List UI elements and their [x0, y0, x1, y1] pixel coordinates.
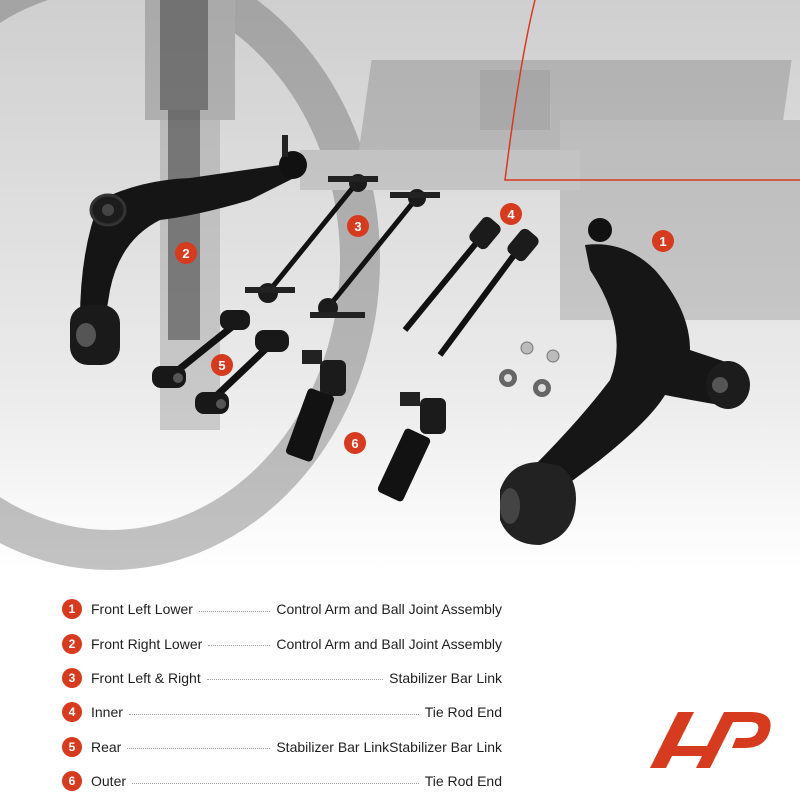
legend-leader-line — [208, 645, 271, 647]
legend-row: 6 Outer Tie Rod End — [62, 764, 502, 798]
legend-row: 1 Front Left Lower Control Arm and Ball … — [62, 592, 502, 626]
callout-badge-5: 5 — [211, 354, 233, 376]
legend-leader-line — [128, 713, 419, 715]
legend-row: 3 Front Left & Right Stabilizer Bar Link — [62, 661, 502, 695]
parts-legend: 1 Front Left Lower Control Arm and Ball … — [62, 592, 502, 798]
inner-tie-rods — [402, 216, 539, 357]
product-illustration — [0, 0, 800, 570]
control-arm-right — [70, 135, 307, 365]
legend-number: 1 — [62, 599, 82, 620]
legend-part-name: Stabilizer Bar LinkStabilizer Bar Link — [276, 738, 502, 755]
legend-leader-line — [127, 748, 271, 750]
legend-position: Inner — [91, 704, 123, 721]
legend-part-name: Tie Rod End — [424, 704, 502, 721]
stabilizer-links-front — [245, 174, 440, 318]
legend-position: Front Left & Right — [91, 669, 201, 686]
legend-part-name: Stabilizer Bar Link — [389, 669, 502, 686]
legend-number: 6 — [62, 771, 82, 792]
legend-position: Front Right Lower — [91, 635, 203, 652]
legend-row: 4 Inner Tie Rod End — [62, 695, 502, 729]
callout-badge-4: 4 — [500, 203, 522, 225]
legend-leader-line — [132, 782, 419, 784]
legend-leader-line — [198, 610, 271, 612]
control-arm-left — [500, 218, 750, 545]
outer-tie-rod-ends — [286, 350, 446, 502]
legend-position: Outer — [91, 773, 127, 790]
stabilizer-links-rear — [152, 310, 289, 414]
legend-number: 5 — [62, 736, 82, 757]
legend-number: 2 — [62, 633, 82, 654]
accent-frame-line — [504, 0, 800, 181]
hardware-washers — [499, 341, 560, 397]
shock-strut — [168, 110, 200, 340]
legend-part-name: Control Arm and Ball Joint Assembly — [276, 601, 502, 618]
callout-badge-2: 2 — [175, 242, 197, 264]
legend-leader-line — [206, 679, 384, 681]
product-photo: 1 2 3 4 5 6 — [0, 0, 800, 570]
legend-part-name: Tie Rod End — [424, 773, 502, 790]
legend-position: Rear — [91, 738, 122, 755]
legend-row: 5 Rear Stabilizer Bar LinkStabilizer Bar… — [62, 730, 502, 764]
callout-badge-6: 6 — [344, 432, 366, 454]
a-premium-logo — [650, 712, 771, 768]
shock-boot — [160, 0, 208, 110]
legend-row: 2 Front Right Lower Control Arm and Ball… — [62, 626, 502, 660]
legend-number: 3 — [62, 667, 82, 688]
legend-number: 4 — [62, 702, 82, 723]
callout-badge-3: 3 — [347, 215, 369, 237]
callout-badge-1: 1 — [652, 230, 674, 252]
legend-position: Front Left Lower — [91, 601, 193, 618]
legend-part-name: Control Arm and Ball Joint Assembly — [276, 635, 502, 652]
